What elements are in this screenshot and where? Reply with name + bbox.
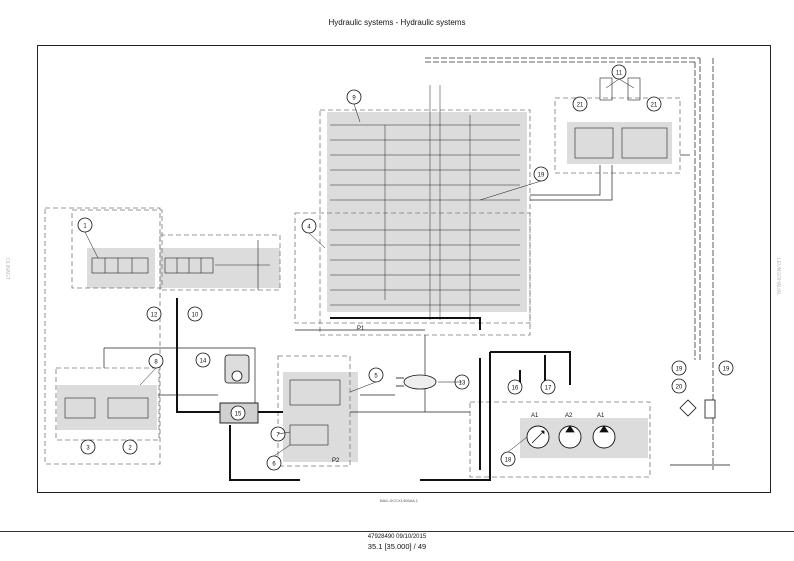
svg-text:18: 18 [505,458,512,464]
callout-15: 15 [230,405,246,421]
callout-17: 17 [540,379,556,395]
svg-text:4: 4 [307,225,311,231]
port-p1: P1 [357,326,365,332]
svg-text:19: 19 [723,367,730,373]
svg-text:6: 6 [272,462,276,468]
doc-reference: 47928490 09/10/2015 [367,534,427,540]
callout-6: 6 [266,455,282,471]
callout-1: 1 [77,217,93,233]
svg-text:19: 19 [538,173,545,179]
svg-text:5: 5 [374,374,378,380]
side-mark-left: OLINAGT [4,258,10,280]
diagram-frame [37,45,771,493]
callout-3: 3 [80,439,96,455]
svg-text:21: 21 [577,103,584,109]
callout-12: 12 [146,306,162,322]
port-a1-right: A1 [597,413,605,419]
svg-text:7: 7 [276,433,280,439]
svg-text:13: 13 [459,381,466,387]
callout-10: 10 [187,306,203,322]
callout-19c: 19 [718,360,734,376]
callout-16: 16 [507,379,523,395]
callout-18: 18 [500,451,516,467]
svg-text:16: 16 [512,386,519,392]
svg-text:11: 11 [616,71,623,77]
figure-caption: BAIL-0CCX1406AA 1 [380,498,419,503]
svg-text:2: 2 [128,446,132,452]
callout-4: 4 [301,218,317,234]
callout-5: 5 [368,367,384,383]
callout-2: 2 [122,439,138,455]
page-title: Hydraulic systems - Hydraulic systems [328,18,466,27]
callout-21b: 21 [646,96,662,112]
svg-text:17: 17 [545,386,552,392]
callout-20: 20 [671,378,687,394]
svg-text:19: 19 [676,367,683,373]
svg-text:1: 1 [83,224,87,230]
callout-11: 11 [611,64,627,80]
page-number: 35.1 [35.000] / 49 [367,542,427,551]
port-p2: P2 [332,458,340,464]
svg-text:14: 14 [200,359,207,365]
port-a1-left: A1 [531,413,539,419]
svg-text:9: 9 [352,96,356,102]
svg-text:15: 15 [235,412,242,418]
svg-text:21: 21 [651,103,658,109]
port-a2: A2 [565,413,573,419]
callout-9: 9 [346,89,362,105]
svg-text:8: 8 [154,360,158,366]
svg-text:12: 12 [151,313,158,319]
svg-text:20: 20 [676,385,683,391]
callout-8: 8 [148,353,164,369]
callout-19: 19 [533,166,549,182]
callout-21: 21 [572,96,588,112]
footer-rule [0,531,794,532]
callout-14: 14 [195,352,211,368]
svg-text:10: 10 [192,313,199,319]
callout-19b: 19 [671,360,687,376]
svg-text:3: 3 [86,446,90,452]
side-mark-right: LEUNGOHAUAL [775,258,781,296]
